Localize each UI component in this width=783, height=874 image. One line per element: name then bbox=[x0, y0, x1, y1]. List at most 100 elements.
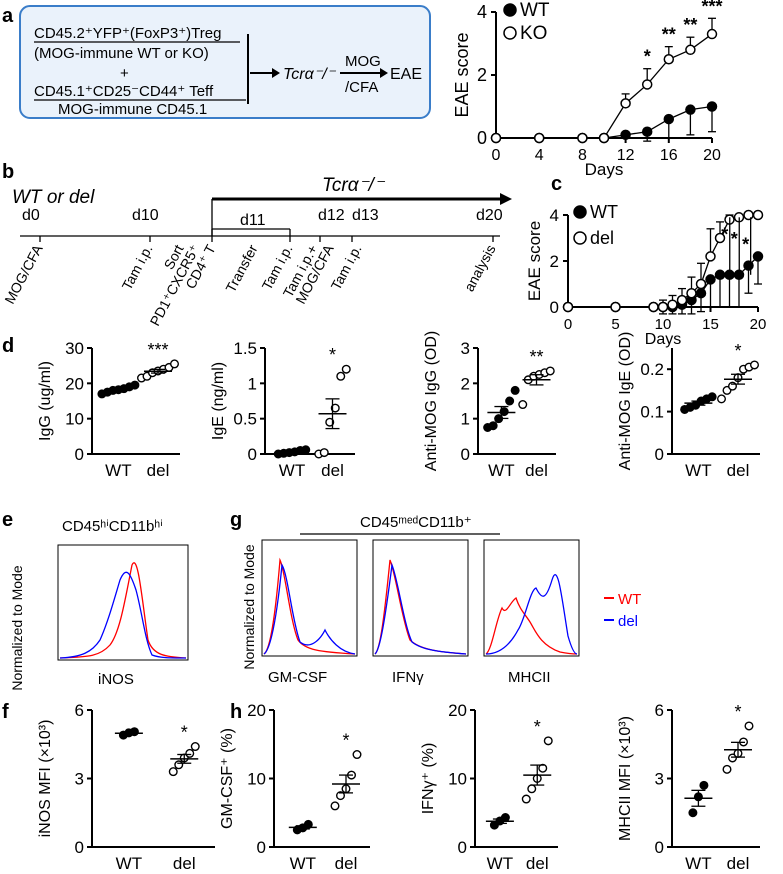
a-point-WT bbox=[641, 126, 653, 137]
h1-y-tick-label: 20 bbox=[247, 701, 266, 720]
day-d20: d20 bbox=[476, 207, 503, 224]
d2-point-del bbox=[341, 364, 351, 374]
d3-category-label: WT bbox=[488, 461, 514, 480]
d1-y-tick-label: 30 bbox=[65, 339, 84, 358]
hist-g2-del-trace bbox=[374, 562, 467, 655]
d2-ylabel: IgE (ng/ml) bbox=[210, 362, 227, 440]
d3-point-del bbox=[518, 400, 528, 410]
arrow-1-head bbox=[272, 68, 280, 78]
c-legend-marker-del bbox=[573, 231, 587, 245]
panel-label-g: g bbox=[230, 509, 242, 531]
c-x-tick-label: 20 bbox=[750, 316, 767, 333]
h1-category-label: del bbox=[335, 854, 358, 873]
d2-point-del bbox=[330, 403, 340, 413]
a-point-WT bbox=[620, 129, 631, 141]
d1-y-tick-label: 20 bbox=[65, 374, 84, 393]
h2-ylabel: IFNγ⁺ (%) bbox=[420, 743, 437, 815]
d2-point-del bbox=[319, 448, 329, 458]
d4-point-del bbox=[717, 394, 727, 404]
hist-g1-wt-trace bbox=[263, 557, 356, 655]
recipient-label: Tcrα⁻/⁻ bbox=[283, 66, 337, 83]
schematic-box bbox=[19, 5, 431, 119]
d2-significance: * bbox=[329, 345, 336, 365]
a-point-WT bbox=[685, 104, 696, 115]
d3-point-WT bbox=[505, 396, 515, 406]
h1-ylabel: GM-CSF⁺ (%) bbox=[219, 728, 236, 829]
d1-category-label: WT bbox=[105, 461, 131, 480]
h1-point-del bbox=[336, 791, 346, 801]
hist-g3-wt-trace bbox=[485, 596, 578, 655]
c-point-del bbox=[686, 287, 697, 299]
d3-significance: ** bbox=[529, 347, 543, 367]
h2-y-tick-label: 10 bbox=[448, 770, 467, 789]
c-point-WT bbox=[714, 269, 726, 281]
timeline-recipient: Tcrα⁻/⁻ bbox=[322, 175, 386, 196]
a-point-KO bbox=[533, 132, 545, 144]
day-d13: d13 bbox=[352, 207, 379, 224]
event-tam-d10: Tam i.p. bbox=[119, 242, 156, 293]
a-point-KO bbox=[663, 54, 675, 65]
h2-category-label: WT bbox=[487, 854, 513, 873]
schematic-line4: MOG-immune CD45.1 bbox=[58, 101, 207, 118]
hist-g-frame-1 bbox=[261, 539, 358, 657]
a-x-tick-label: 8 bbox=[578, 147, 587, 164]
c-significance: * bbox=[742, 234, 749, 254]
hist-g-title: CD45ᵐᵉᵈCD11b⁺ bbox=[360, 514, 472, 531]
d4-y-tick-label: 0.1 bbox=[640, 403, 664, 422]
a-y-tick-label: 4 bbox=[477, 2, 487, 22]
f-point-del bbox=[174, 760, 184, 770]
h2-point-del bbox=[527, 784, 537, 794]
h3-point-WT bbox=[688, 808, 698, 818]
d2-category-label: del bbox=[321, 461, 344, 480]
panel-label-d: d bbox=[2, 335, 14, 357]
d2-point-del bbox=[336, 371, 346, 381]
h1-point-del bbox=[330, 801, 340, 811]
d2-y-tick-label: 0.5 bbox=[233, 410, 257, 429]
d1-ylabel: IgG (ug/ml) bbox=[37, 361, 54, 441]
h2-point-del bbox=[538, 763, 548, 773]
h3-significance: * bbox=[734, 702, 741, 722]
c-x-tick-label: 5 bbox=[611, 316, 619, 333]
c-x-tick-label: 0 bbox=[564, 316, 572, 333]
a-x-tick-label: 0 bbox=[492, 147, 501, 164]
hist-g3-del-trace bbox=[485, 574, 578, 655]
h3-point-del bbox=[722, 764, 732, 774]
hist-g-frame-3 bbox=[483, 539, 580, 657]
c-point-del bbox=[610, 301, 621, 313]
h2-y-tick-label: 0 bbox=[458, 838, 467, 857]
c-point-del bbox=[705, 251, 716, 262]
schematic-line1: CD45.2⁺YFP⁺(FoxP3⁺)Treg bbox=[34, 25, 221, 42]
panel-label-a: a bbox=[2, 5, 14, 27]
timeline-arrowhead bbox=[500, 193, 512, 205]
timeline-b: WT or del Tcrα⁻/⁻ d0 d10 d11 d12 d13 d20… bbox=[1, 175, 512, 328]
d3-category-label: del bbox=[525, 461, 548, 480]
d1-category-label: del bbox=[147, 461, 170, 480]
h2-point-WT bbox=[500, 813, 510, 823]
schematic-a: CD45.2⁺YFP⁺(FoxP3⁺)Treg (MOG-immune WT o… bbox=[19, 5, 431, 119]
a-legend-label-WT: WT bbox=[520, 0, 550, 21]
panel-label-f: f bbox=[2, 701, 9, 723]
c-y-tick-label: 2 bbox=[550, 252, 559, 271]
event-analysis: analysis bbox=[461, 242, 499, 294]
schematic-plus: + bbox=[120, 65, 129, 82]
a-point-KO bbox=[685, 44, 696, 56]
a-point-KO bbox=[706, 28, 718, 40]
c-point-del bbox=[648, 301, 659, 313]
c-point-WT bbox=[695, 287, 707, 299]
a-legend-marker-KO bbox=[503, 26, 517, 40]
h1-point-del bbox=[352, 750, 362, 760]
a-y-tick-label: 0 bbox=[477, 128, 487, 148]
d3-y-tick-label: 0 bbox=[461, 445, 470, 464]
d3-point-del bbox=[545, 366, 555, 376]
c-point-del bbox=[562, 301, 574, 313]
a-legend-label-KO: KO bbox=[520, 23, 547, 44]
a-point-KO bbox=[620, 98, 631, 109]
d4-y-tick-label: 0.2 bbox=[640, 360, 664, 379]
d2-y-tick-label: 1 bbox=[248, 374, 257, 393]
a-point-WT bbox=[706, 101, 718, 112]
a-x-tick-label: 20 bbox=[703, 147, 721, 164]
hist-e-xlabel: iNOS bbox=[98, 671, 134, 688]
h2-significance: * bbox=[534, 717, 541, 737]
